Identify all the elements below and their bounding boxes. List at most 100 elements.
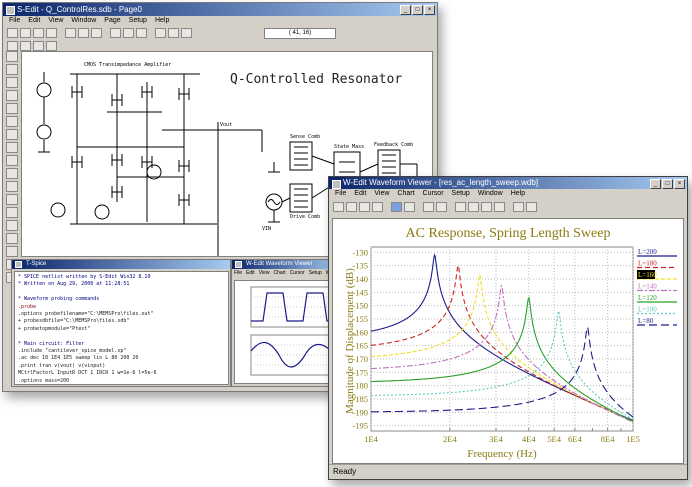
print-icon[interactable]: [372, 201, 383, 212]
new-icon[interactable]: [333, 201, 344, 212]
transient-trace-output: [250, 341, 336, 368]
minimize-icon[interactable]: _: [650, 179, 661, 189]
new-icon[interactable]: [7, 28, 18, 38]
play-icon[interactable]: [526, 201, 537, 212]
open-icon[interactable]: [346, 201, 357, 212]
maximize-icon[interactable]: □: [412, 5, 423, 15]
property-tool-icon[interactable]: [6, 155, 18, 166]
waveform-chart-area[interactable]: AC Response, Spring Length Sweep Magnitu…: [332, 218, 684, 464]
copy-icon[interactable]: [78, 28, 89, 38]
y-tick-label: -175: [352, 367, 368, 377]
symbol-icon[interactable]: [46, 41, 57, 51]
waveform-menu-help[interactable]: Help: [510, 190, 526, 197]
waveform-menu-window[interactable]: Window: [477, 190, 503, 197]
y-tick-label: -155: [352, 314, 368, 324]
transient-titlebar[interactable]: W-Edit Waveform Viewer: [232, 260, 342, 269]
schematic-titlebar[interactable]: S-Edit - Q_ControlRes.sdb - Page0 _□×: [3, 3, 437, 16]
measure-icon[interactable]: [455, 201, 466, 212]
measure-tool-icon[interactable]: [6, 220, 18, 231]
schematic-menu-edit[interactable]: Edit: [28, 17, 41, 24]
minimize-icon[interactable]: _: [400, 5, 411, 15]
net-tool-icon[interactable]: [6, 168, 18, 179]
rotate-tool-icon[interactable]: [6, 233, 18, 244]
schematic-menu-page[interactable]: Page: [104, 17, 121, 24]
legend-label[interactable]: L=200: [638, 248, 657, 256]
transient-menu-edit[interactable]: Edit: [246, 270, 255, 276]
plot-frame: [370, 246, 634, 432]
transient-app-icon: [235, 261, 242, 268]
instance-tool-icon[interactable]: [6, 142, 18, 153]
zoom-fit-icon[interactable]: [136, 28, 147, 38]
transient-menu-chart[interactable]: Chart: [273, 270, 286, 276]
legend-label[interactable]: L=120: [638, 294, 657, 302]
cursor-icon[interactable]: [436, 201, 447, 212]
schematic-menu-help[interactable]: Help: [154, 17, 170, 24]
schematic-menu-setup[interactable]: Setup: [128, 17, 147, 24]
pan-tool-icon[interactable]: [6, 207, 18, 218]
netlist-editor[interactable]: * SPICE netlist written by S-Edit Win32 …: [14, 271, 229, 385]
grid-icon[interactable]: [404, 201, 415, 212]
waveform-menu-cursor[interactable]: Cursor: [422, 190, 444, 197]
help-icon[interactable]: [181, 28, 192, 38]
waveform-menu-edit[interactable]: Edit: [354, 190, 367, 197]
power-tool-icon[interactable]: [6, 194, 18, 205]
close-icon[interactable]: ×: [424, 5, 435, 15]
transient-plot-area[interactable]: [234, 280, 340, 384]
zoom-in-icon[interactable]: [110, 28, 121, 38]
transient-menu-file[interactable]: File: [234, 270, 243, 276]
flip-tool-icon[interactable]: [6, 246, 18, 257]
schematic-drawing-tools: [6, 51, 18, 283]
legend-label[interactable]: L=100: [638, 306, 657, 314]
transient-menu-setup[interactable]: Setup: [308, 270, 322, 276]
transient-menu-cursor[interactable]: Cursor: [289, 270, 305, 276]
waveform-menu-setup[interactable]: Setup: [451, 190, 470, 197]
transient-menu-view[interactable]: View: [258, 270, 270, 276]
zoom-out-icon[interactable]: [123, 28, 134, 38]
zoom-icon[interactable]: [423, 201, 434, 212]
expand-icon[interactable]: [468, 201, 479, 212]
schematic-toolbar-2: [3, 40, 437, 52]
schematic-menu-window[interactable]: Window: [71, 17, 97, 24]
waveform-menu-file[interactable]: File: [335, 190, 347, 197]
legend-label[interactable]: L=140: [638, 283, 657, 291]
select-tool-icon[interactable]: [6, 51, 18, 62]
box-tool-icon[interactable]: [6, 90, 18, 101]
paste-icon[interactable]: [91, 28, 102, 38]
cut-icon[interactable]: [65, 28, 76, 38]
waveform-titlebar[interactable]: W-Edit Waveform Viewer - [res_ac_length_…: [329, 177, 687, 189]
wire-tool-icon[interactable]: [6, 64, 18, 75]
page-prev-icon[interactable]: [7, 41, 18, 51]
waveform-menu-view[interactable]: View: [374, 190, 390, 197]
print-icon[interactable]: [46, 28, 57, 38]
maximize-icon[interactable]: □: [662, 179, 673, 189]
waveform-title: W-Edit Waveform Viewer - [res_ac_length_…: [343, 178, 539, 187]
legend-label[interactable]: L=160: [638, 271, 657, 279]
legend-label[interactable]: L=180: [638, 260, 657, 268]
save-icon[interactable]: [33, 28, 44, 38]
series-line-l100: [371, 310, 634, 420]
close-icon[interactable]: ×: [674, 179, 685, 189]
save-icon[interactable]: [359, 201, 370, 212]
module-icon[interactable]: [33, 41, 44, 51]
open-icon[interactable]: [20, 28, 31, 38]
stack-icon[interactable]: [494, 201, 505, 212]
simulate-icon[interactable]: [168, 28, 179, 38]
netlist-title: T-Spice: [26, 261, 47, 267]
waveform-menu-chart[interactable]: Chart: [397, 190, 415, 197]
line-tool-icon[interactable]: [6, 116, 18, 127]
series-line-l180: [370, 263, 634, 422]
probe-icon[interactable]: [155, 28, 166, 38]
overlay-icon[interactable]: [481, 201, 492, 212]
text-tool-icon[interactable]: [6, 129, 18, 140]
pause-icon[interactable]: [513, 201, 524, 212]
netlist-titlebar[interactable]: T-Spice: [12, 260, 230, 269]
netlist-line: * Waveform probing commands: [18, 296, 100, 303]
page-next-icon[interactable]: [20, 41, 31, 51]
chart-icon[interactable]: [391, 201, 402, 212]
legend-label[interactable]: L=80: [638, 317, 654, 325]
circle-tool-icon[interactable]: [6, 103, 18, 114]
ground-tool-icon[interactable]: [6, 181, 18, 192]
schematic-menu-view[interactable]: View: [48, 17, 64, 24]
schematic-menu-file[interactable]: File: [9, 17, 21, 24]
port-tool-icon[interactable]: [6, 77, 18, 88]
